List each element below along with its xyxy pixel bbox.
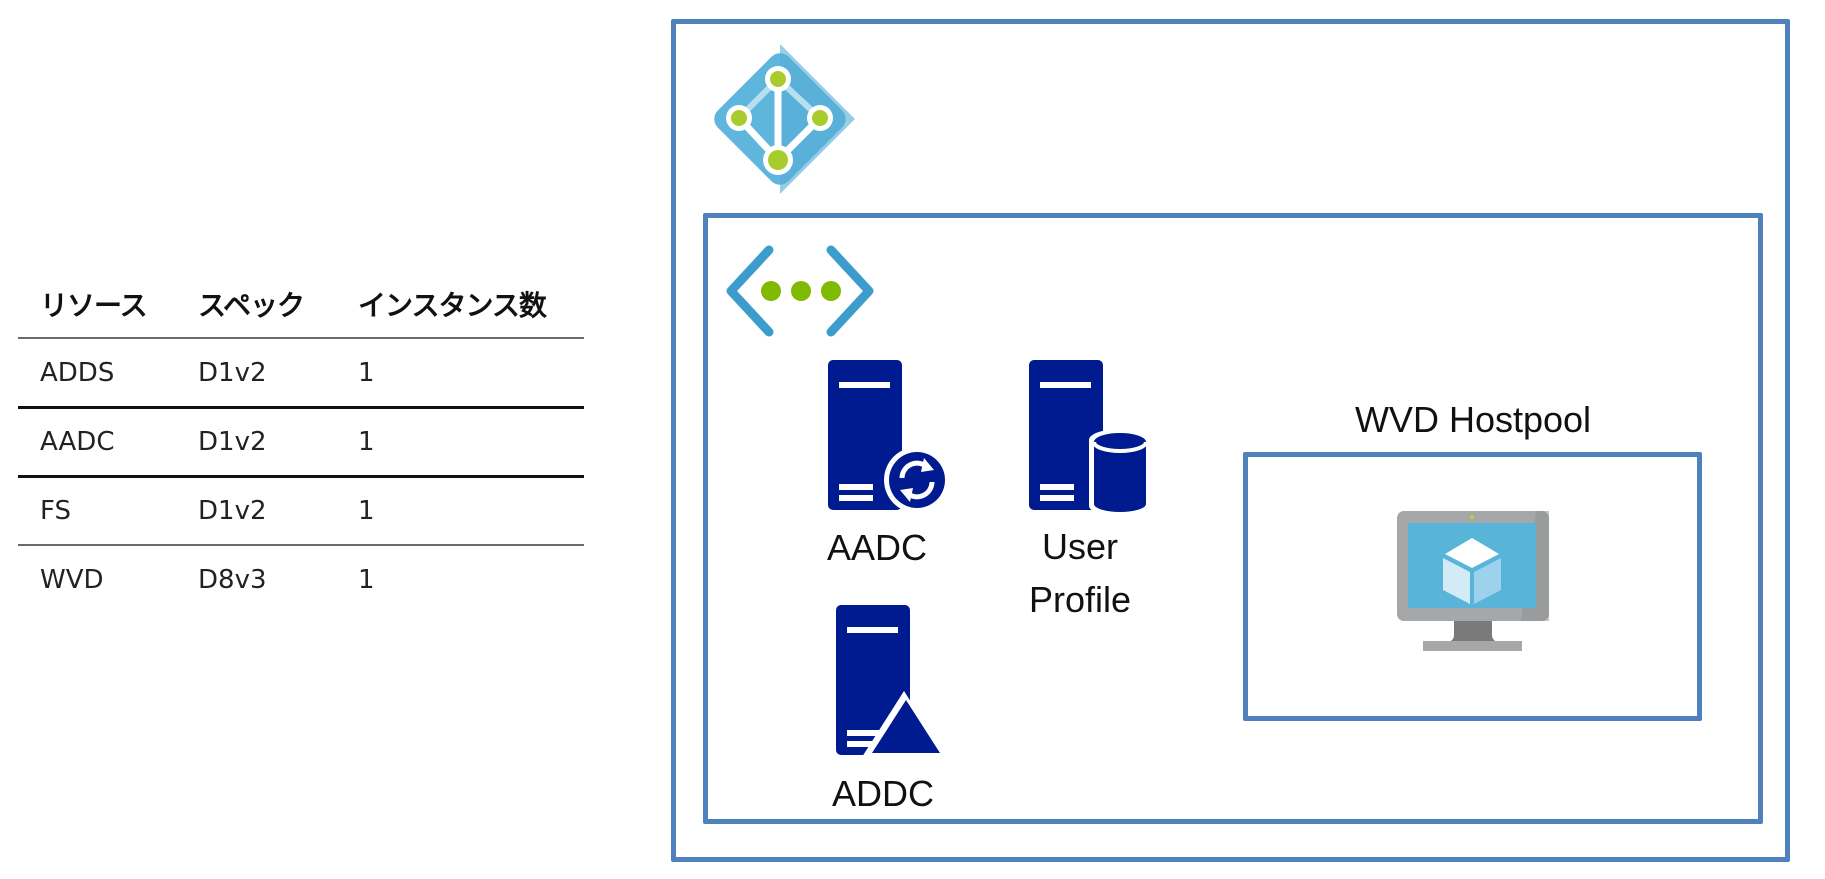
cell-spec: D1v2 <box>198 427 267 457</box>
header-spec: スペック <box>198 289 305 322</box>
header-instances: インスタンス数 <box>358 289 547 322</box>
cell-instances: 1 <box>358 358 375 388</box>
azure-active-directory-icon <box>714 44 855 194</box>
table-row: WVD D8v3 1 <box>18 545 584 614</box>
cell-spec: D1v2 <box>198 358 267 388</box>
label-line-2: Profile <box>1028 579 1132 620</box>
cell-resource: ADDS <box>40 358 115 388</box>
virtual-network-icon <box>726 245 874 337</box>
header-resource: リソース <box>40 289 148 322</box>
table-divider <box>18 337 584 339</box>
table-header-row: リソース スペック インスタンス数 <box>18 280 584 338</box>
tenant-boundary <box>671 19 1790 862</box>
server-label-addc: ADDC <box>831 773 934 814</box>
vnet-boundary <box>703 213 1763 824</box>
cell-instances: 1 <box>358 496 375 526</box>
cell-spec: D8v3 <box>198 565 267 595</box>
server-sync-icon <box>828 360 950 513</box>
table-row: FS D1v2 1 <box>18 476 584 545</box>
table-divider <box>18 406 584 409</box>
table-divider <box>18 475 584 478</box>
table-divider <box>18 544 584 546</box>
label-line-1: User <box>1041 526 1118 567</box>
table-row: ADDS D1v2 1 <box>18 338 584 407</box>
cell-instances: 1 <box>358 565 375 595</box>
hostpool-boundary <box>1243 452 1702 721</box>
server-label-aadc: AADC <box>826 527 928 568</box>
cell-instances: 1 <box>358 427 375 457</box>
virtual-machine-icon <box>1397 511 1549 651</box>
server-directory-icon <box>836 605 946 757</box>
server-label-user-profile: User Profile <box>1010 520 1150 626</box>
table-row: AADC D1v2 1 <box>18 407 584 476</box>
server-database-icon <box>1029 360 1151 514</box>
cell-resource: WVD <box>40 565 104 595</box>
cell-resource: FS <box>40 496 72 526</box>
resource-table: リソース スペック インスタンス数 ADDS D1v2 1 AADC D1v2 … <box>18 280 584 614</box>
hostpool-title: WVD Hostpool <box>1354 399 1592 440</box>
cell-resource: AADC <box>40 427 115 457</box>
cell-spec: D1v2 <box>198 496 267 526</box>
